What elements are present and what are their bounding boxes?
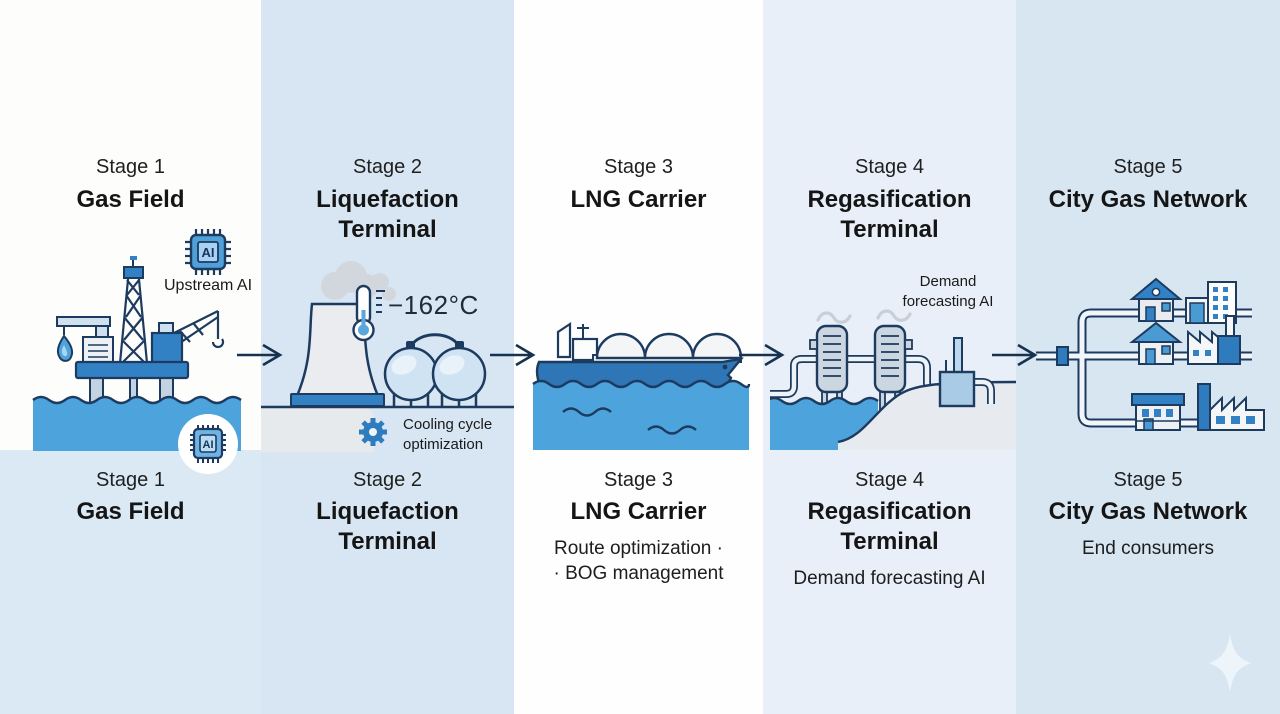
- terminal-building: [938, 337, 995, 408]
- route-optimization-note: Route optimization ·: [554, 538, 723, 559]
- upstream-ai-label: Upstream AI: [163, 277, 253, 294]
- stage5-caption-label: Stage 5: [1113, 469, 1183, 491]
- chip-text: AI: [202, 245, 215, 260]
- gas-field-illustration: AI: [32, 256, 242, 474]
- stage4-caption-label: Stage 4: [855, 469, 924, 491]
- factory-1: [1187, 315, 1241, 365]
- factory-2: [1197, 383, 1265, 431]
- chip-badge-text: AI: [203, 439, 214, 451]
- stage5-note: End consumers: [1081, 538, 1214, 559]
- ai-chip-icon: AI: [185, 229, 231, 275]
- stage1-caption: Stage 1 Gas Field: [0, 469, 261, 527]
- stage5-column: Stage 5 City Gas Network: [1016, 0, 1280, 714]
- stage2-caption-label: Stage 2: [353, 469, 422, 491]
- cooling-cycle-label: Cooling cycle optimization: [403, 416, 493, 453]
- stage2-caption: Stage 2 Liquefaction Terminal: [261, 469, 514, 557]
- bog-management-note: · BOG management: [553, 563, 724, 585]
- ground: [261, 407, 374, 452]
- stage2-caption-title: Liquefaction Terminal: [316, 498, 459, 555]
- regasification-illustration: [770, 309, 1016, 450]
- sparkle-icon: [1209, 634, 1251, 692]
- stage4-label: Stage 4: [855, 156, 924, 178]
- house-3: [1131, 393, 1185, 431]
- stage2-header: Stage 2 Liquefaction Terminal: [261, 156, 514, 245]
- ship-superstructure: [556, 321, 599, 362]
- city-gas-network-illustration: [1036, 277, 1265, 431]
- flow-arrow-2: [490, 343, 536, 367]
- ai-chip-badge: AI: [178, 414, 238, 474]
- rig-crane: [150, 310, 225, 365]
- stage4-header: Stage 4 Regasification Terminal: [763, 156, 1016, 245]
- stage3-note: Route optimization · · BOG management: [524, 536, 754, 586]
- stage2-label: Stage 2: [353, 156, 422, 178]
- demand-forecasting-label: Demand forecasting AI: [902, 273, 994, 310]
- flow-arrow-3: [739, 343, 785, 367]
- lng-domes: [592, 332, 743, 363]
- stage5-caption-title: City Gas Network: [1048, 498, 1248, 525]
- steam: [816, 309, 912, 324]
- stage4-note: Demand forecasting AI: [793, 568, 986, 589]
- stage4-column: Stage 4 Regasification Terminal Demand f…: [763, 0, 1016, 714]
- derrick-tower: [118, 256, 149, 364]
- lng-carrier-illustration: [532, 321, 751, 450]
- stage4-title: Regasification Terminal: [807, 186, 972, 243]
- stage1-bottom-panel: [0, 450, 261, 714]
- stage3-caption: Stage 3 LNG Carrier Route optimization ·…: [514, 469, 763, 586]
- thermometer-icon: [352, 284, 385, 342]
- office-building: [1185, 281, 1237, 324]
- rig-cabin: [82, 336, 114, 364]
- stage1-caption-title: Gas Field: [76, 498, 185, 525]
- gear-icon: [359, 418, 387, 446]
- stage4-caption-title: Regasification Terminal: [807, 498, 972, 555]
- stage1-caption-label: Stage 1: [96, 469, 165, 491]
- stage1-header: Stage 1 Gas Field: [0, 156, 261, 215]
- stage5-header: Stage 5 City Gas Network: [1016, 156, 1280, 215]
- stage4-caption: Stage 4 Regasification Terminal Demand f…: [763, 469, 1016, 591]
- stage3-title: LNG Carrier: [570, 186, 707, 213]
- house-2: [1129, 321, 1183, 365]
- stage3-column: Stage 3 LNG Carrier: [514, 0, 763, 714]
- stage1-column: Stage 1 Gas Field AI Upstream AI: [0, 0, 261, 714]
- temperature-label: −162°C: [388, 290, 479, 320]
- stage5-caption: Stage 5 City Gas Network End consumers: [1016, 469, 1280, 561]
- stage3-caption-title: LNG Carrier: [570, 498, 707, 525]
- stage2-column: Stage 2 Liquefaction Terminal: [261, 0, 514, 714]
- sea-water: [532, 379, 751, 450]
- stage3-header: Stage 3 LNG Carrier: [514, 156, 763, 215]
- stage5-title: City Gas Network: [1048, 186, 1248, 213]
- flow-arrow-1: [237, 343, 283, 367]
- house-1: [1129, 277, 1183, 322]
- stage1-label: Stage 1: [96, 156, 165, 178]
- stage3-caption-label: Stage 3: [604, 469, 673, 491]
- pipe-valve: [1056, 346, 1069, 366]
- flow-arrow-4: [992, 343, 1038, 367]
- stage2-title: Liquefaction Terminal: [316, 186, 459, 243]
- storage-spheres: [383, 333, 487, 407]
- liquefaction-illustration: [261, 261, 514, 452]
- stage3-label: Stage 3: [604, 156, 673, 178]
- stage1-title: Gas Field: [76, 186, 185, 213]
- stage5-label: Stage 5: [1113, 156, 1183, 178]
